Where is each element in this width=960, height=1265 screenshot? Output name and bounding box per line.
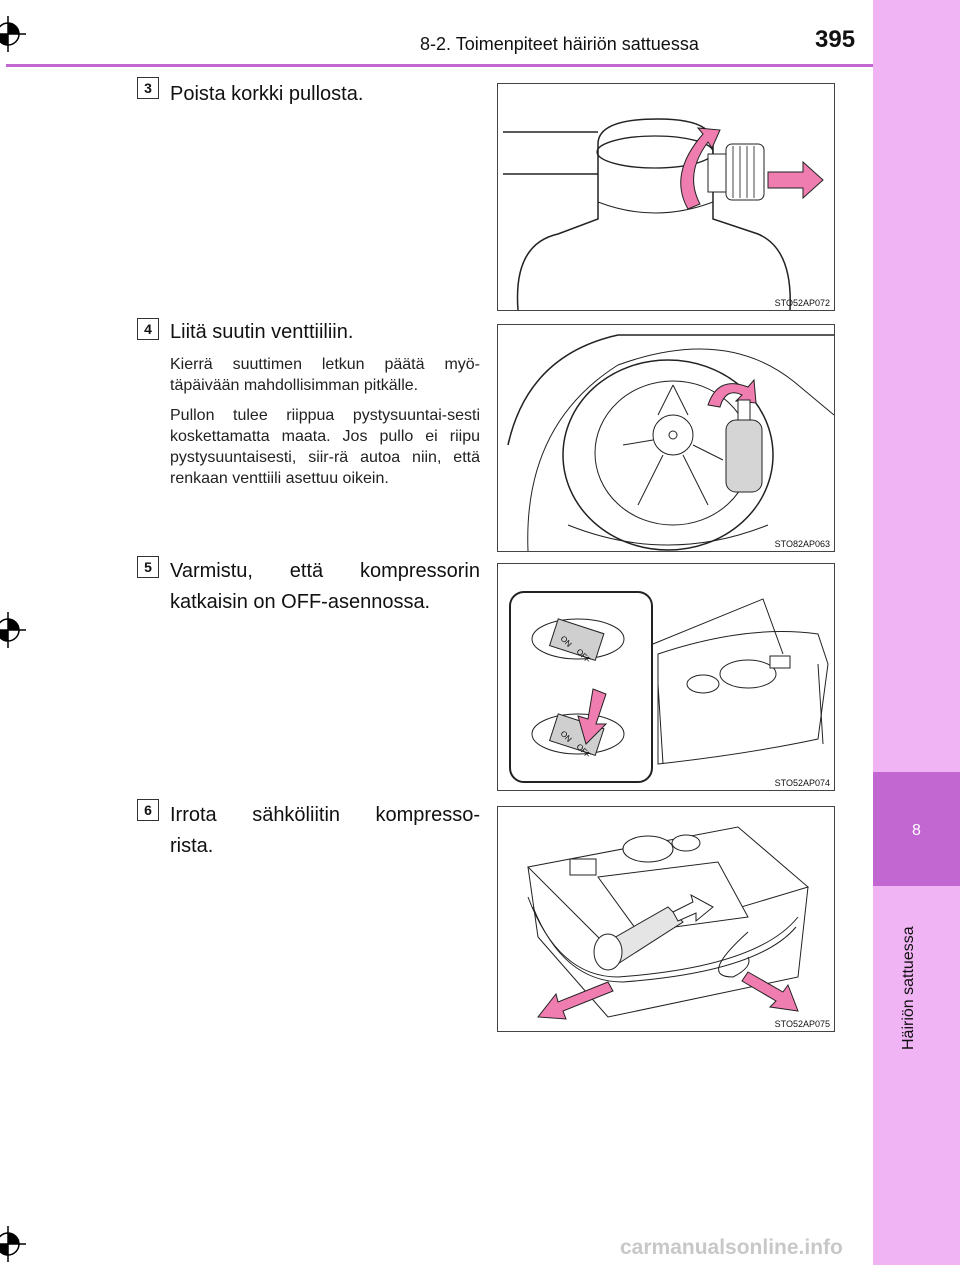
figure-code: STO82AP063 bbox=[774, 539, 830, 549]
header-rule bbox=[6, 64, 873, 67]
figure-code: STO52AP072 bbox=[774, 298, 830, 308]
watermark: carmanualsonline.info bbox=[620, 1236, 843, 1259]
wheel-valve-illustration bbox=[507, 334, 834, 551]
step-number-badge: 5 bbox=[137, 556, 159, 578]
chapter-tab-upper bbox=[873, 0, 960, 772]
chapter-title: Häiriön sattuessa bbox=[900, 926, 917, 1050]
figure-code: STO52AP075 bbox=[774, 1019, 830, 1029]
figure-remove-cap: STO52AP072 bbox=[497, 83, 835, 311]
registration-mark-icon bbox=[0, 1226, 26, 1262]
step-title-line: Varmistu, että kompressorin bbox=[170, 560, 480, 582]
compressor-switch-illustration: ON OFF ON OFF bbox=[509, 591, 829, 783]
step-number-badge: 6 bbox=[137, 799, 159, 821]
step-paragraph: Kierrä suuttimen letkun päätä myö-täpäiv… bbox=[170, 356, 480, 394]
chapter-tab-active bbox=[873, 772, 960, 886]
step-title-line: Irrota sähköliitin kompresso- bbox=[170, 804, 480, 826]
step-title: Poista korkki pullosta. bbox=[170, 83, 364, 105]
figure-code: STO52AP074 bbox=[774, 778, 830, 788]
step-title-line: rista. bbox=[170, 835, 214, 857]
page-number: 395 bbox=[815, 26, 856, 53]
figure-connect-nozzle: STO82AP063 bbox=[497, 324, 835, 552]
figure-compressor-switch: ON OFF ON OFF STO52AP074 bbox=[497, 563, 835, 791]
registration-mark-icon bbox=[0, 612, 26, 648]
chapter-tab-lower bbox=[873, 886, 960, 1265]
step-title: Liitä suutin venttiiliin. bbox=[170, 321, 354, 343]
bottle-cap-illustration bbox=[503, 118, 824, 310]
compressor-connector-illustration bbox=[526, 826, 810, 1020]
step-title-line: katkaisin on OFF-asennossa. bbox=[170, 591, 431, 613]
section-title: 8-2. Toimenpiteet häiriön sattuessa bbox=[420, 34, 699, 54]
step-paragraph: Pullon tulee riippua pystysuuntai-sesti … bbox=[170, 407, 480, 487]
figure-disconnect-connector: STO52AP075 bbox=[497, 806, 835, 1032]
chapter-number: 8 bbox=[912, 822, 921, 839]
step-number-badge: 3 bbox=[137, 77, 159, 99]
step-number-badge: 4 bbox=[137, 318, 159, 340]
registration-mark-icon bbox=[0, 16, 26, 52]
